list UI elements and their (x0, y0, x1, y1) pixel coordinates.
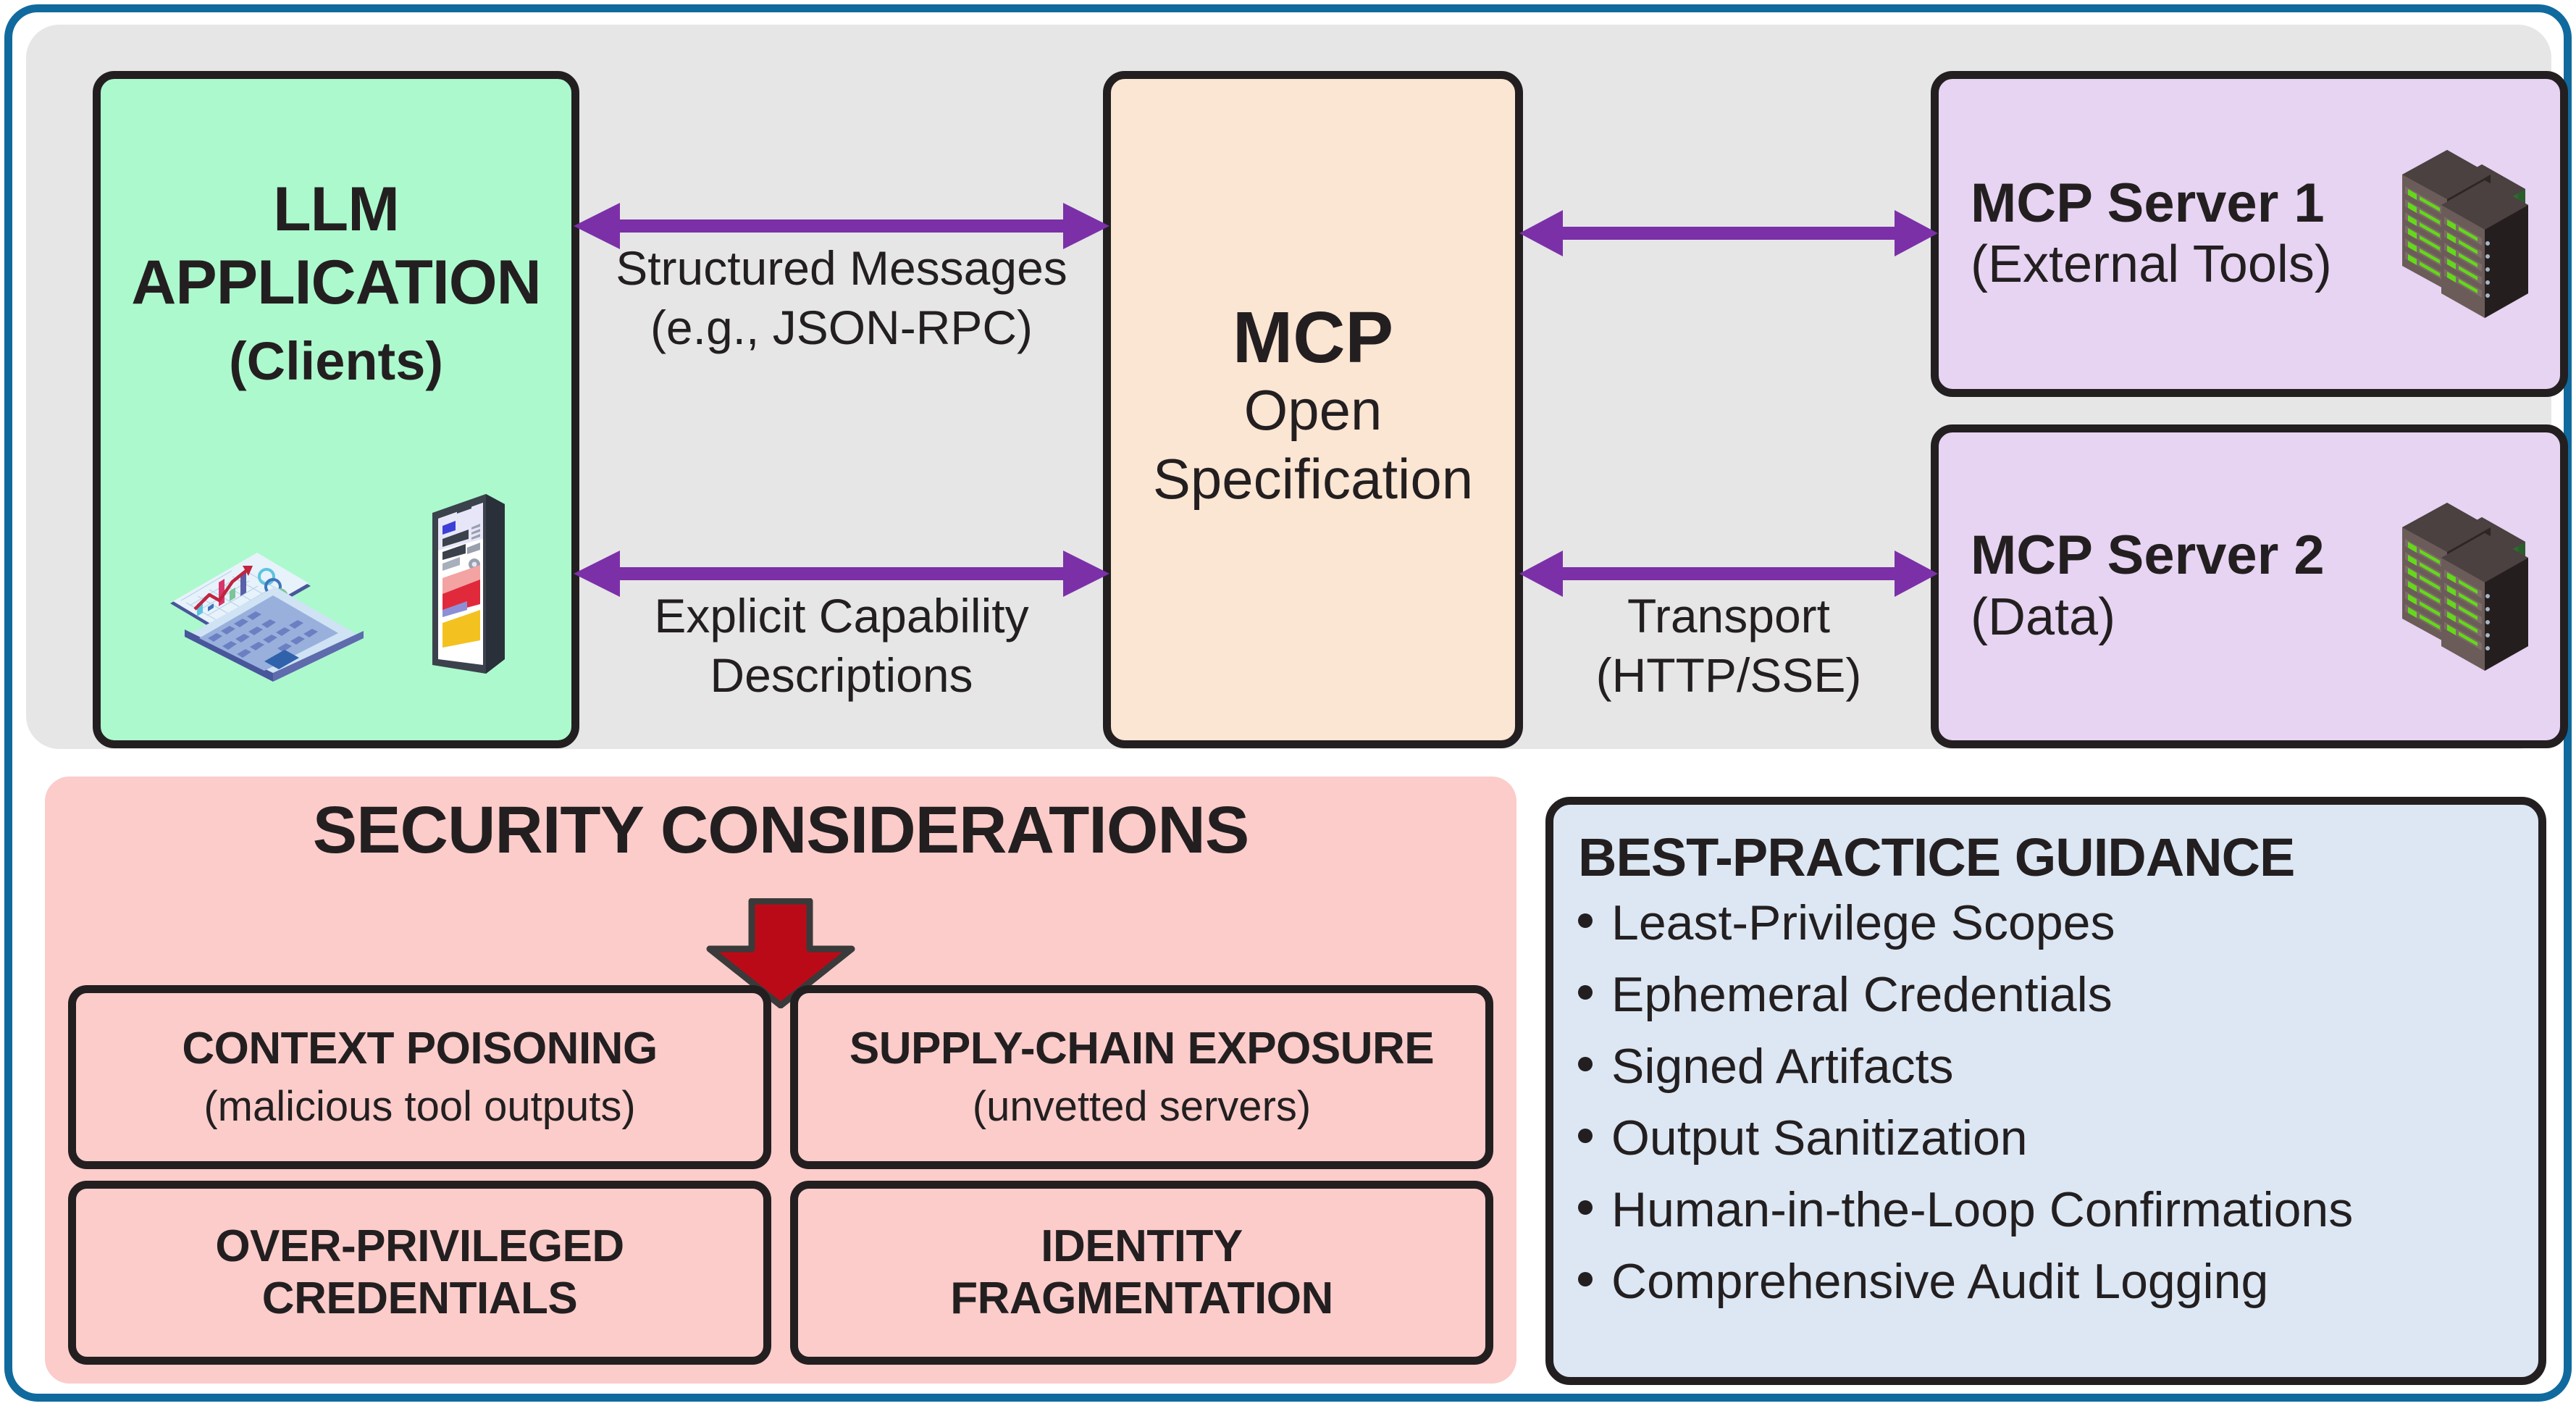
mcp-server-2-subtitle: (Data) (1971, 587, 2116, 646)
arrow-label-structured-messages: Structured Messages (e.g., JSON-RPC) (574, 239, 1109, 358)
threat-name: OVER-PRIVILEGED CREDENTIALS (215, 1221, 624, 1323)
list-item-label: Comprehensive Audit Logging (1611, 1254, 2269, 1309)
mcp-line-open: Open (1243, 377, 1383, 442)
list-item-label: Human-in-the-Loop Confirmations (1611, 1182, 2354, 1237)
list-item-label: Output Sanitization (1611, 1110, 2028, 1166)
arrow-label-line2: (e.g., JSON-RPC) (650, 300, 1033, 354)
threat-card-context-poisoning[interactable]: CONTEXT POISONING (malicious tool output… (68, 985, 771, 1169)
arrow-llm-mcp-capabilities (574, 545, 1109, 603)
list-item[interactable]: Comprehensive Audit Logging (1578, 1257, 2520, 1306)
mcp-server-1-subtitle: (External Tools) (1971, 235, 2332, 294)
arrow-label-transport: Transport (HTTP/SSE) (1519, 587, 1938, 706)
arrow-label-line1: Transport (1627, 589, 1830, 643)
llm-subtitle: (Clients) (229, 330, 443, 391)
bullet-icon (1578, 1200, 1593, 1215)
arrow-mcp-server2-transport (1519, 545, 1938, 603)
arrow-label-explicit-capability: Explicit Capability Descriptions (574, 587, 1109, 706)
mcp-server-2-text: MCP Server 2 (Data) (1971, 524, 2325, 648)
threat-card-supply-chain-exposure[interactable]: SUPPLY-CHAIN EXPOSURE (unvetted servers) (790, 985, 1493, 1169)
list-item-label: Signed Artifacts (1611, 1039, 1954, 1094)
mcp-server-2-title: MCP Server 2 (1971, 524, 2325, 587)
best-practice-guidance-panel: BEST-PRACTICE GUIDANCE Least-Privilege S… (1545, 797, 2546, 1385)
bullet-icon (1578, 1057, 1593, 1071)
bullet-icon (1578, 913, 1593, 928)
list-item[interactable]: Least-Privilege Scopes (1578, 898, 2520, 947)
list-item[interactable]: Signed Artifacts (1578, 1042, 2520, 1091)
mcp-server-1-text: MCP Server 1 (External Tools) (1971, 172, 2332, 296)
threat-card-over-privileged-credentials[interactable]: OVER-PRIVILEGED CREDENTIALS (68, 1181, 771, 1365)
mcp-server-1-box[interactable]: MCP Server 1 (External Tools) (1931, 71, 2568, 397)
threat-name: CONTEXT POISONING (182, 1024, 658, 1074)
list-item[interactable]: Human-in-the-Loop Confirmations (1578, 1185, 2520, 1234)
best-practice-list: Least-Privilege Scopes Ephemeral Credent… (1578, 898, 2520, 1306)
mcp-title: MCP (1232, 296, 1394, 378)
threat-name: IDENTITY FRAGMENTATION (950, 1221, 1333, 1323)
arrow-label-line2: Descriptions (710, 648, 973, 702)
list-item-label: Least-Privilege Scopes (1611, 895, 2115, 950)
list-item-label: Ephemeral Credentials (1611, 967, 2113, 1022)
bullet-icon (1578, 1272, 1593, 1286)
security-considerations-panel: SECURITY CONSIDERATIONS CONTEXT POISONIN… (45, 777, 1516, 1384)
architecture-panel: LLM APPLICATION (Clients) (26, 25, 2568, 749)
bullet-icon (1578, 1129, 1593, 1143)
mcp-line-specification: Specification (1152, 447, 1474, 511)
server-rack-icon (2396, 144, 2541, 324)
llm-title-line1: LLM (273, 175, 400, 244)
threat-note: (malicious tool outputs) (204, 1083, 636, 1131)
mcp-server-1-title: MCP Server 1 (1971, 172, 2325, 234)
llm-application-box[interactable]: LLM APPLICATION (Clients) (93, 71, 579, 748)
security-panel-title: SECURITY CONSIDERATIONS (312, 793, 1249, 867)
arrow-mcp-server1 (1519, 204, 1938, 262)
best-practice-title: BEST-PRACTICE GUIDANCE (1578, 827, 2295, 887)
arrow-label-line1: Explicit Capability (654, 589, 1029, 643)
server-rack-icon (2396, 497, 2541, 677)
client-device-icons (101, 494, 571, 684)
laptop-chart-icon (157, 528, 374, 684)
mcp-server-2-box[interactable]: MCP Server 2 (Data) (1931, 424, 2568, 748)
arrow-label-line1: Structured Messages (616, 241, 1067, 295)
down-arrow-icon (704, 898, 857, 1008)
threat-grid: CONTEXT POISONING (malicious tool output… (68, 985, 1493, 1365)
list-item[interactable]: Output Sanitization (1578, 1113, 2520, 1163)
mcp-specification-box[interactable]: MCP Open Specification (1103, 71, 1523, 748)
list-item[interactable]: Ephemeral Credentials (1578, 970, 2520, 1019)
threat-note: (unvetted servers) (972, 1083, 1312, 1131)
smartphone-app-icon (416, 494, 515, 684)
threat-name: SUPPLY-CHAIN EXPOSURE (849, 1024, 1435, 1074)
llm-title-line2: APPLICATION (131, 248, 542, 318)
arrow-llm-mcp-messages (574, 197, 1109, 255)
arrow-label-line2: (HTTP/SSE) (1595, 648, 1862, 702)
threat-card-identity-fragmentation[interactable]: IDENTITY FRAGMENTATION (790, 1181, 1493, 1365)
bullet-icon (1578, 985, 1593, 1000)
